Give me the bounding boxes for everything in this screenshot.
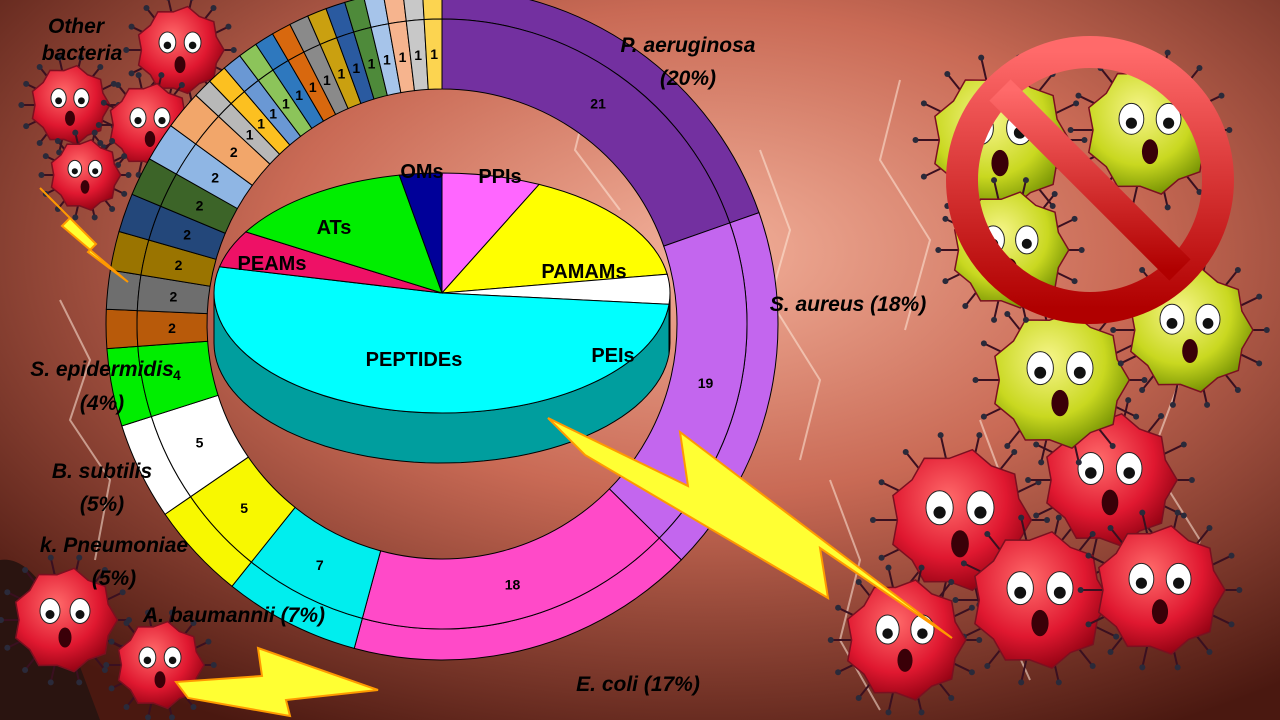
segment-value-label: 18 [505,577,521,593]
pie-slice [213,266,670,414]
segment-value-label: 1 [414,47,422,63]
bacteria-label: B. subtilis [52,460,152,483]
bacteria-label: k. Pneumoniae [40,534,189,557]
segment-value-label: 1 [352,60,360,76]
pie-slice [440,183,668,294]
segment-value-label: 1 [257,116,265,132]
segment-value-label: 1 [383,52,391,68]
donut-inner-segment [423,18,443,90]
red-bacterium-icon [38,129,132,221]
pie-slice-label: OMs [400,161,443,183]
red-bacterium-icon [1077,509,1243,671]
bacteria-label: S. aureus (18%) [770,293,926,316]
bacteria-labels: P. aeruginosa (20%) S. aureus (18%) E. coli… [30,15,926,696]
segment-value-label: 19 [698,375,714,391]
segment-value-label: 1 [368,55,376,71]
segment-value-label: 2 [168,320,176,336]
segment-value-label: 21 [590,96,606,112]
bacteria-label: A. baumannii (7%) [142,604,325,627]
segment-value-label: 2 [175,257,183,273]
segment-value-label: 1 [338,65,346,81]
segment-value-label: 2 [211,170,219,186]
bacteria-label: (5%) [92,567,136,590]
red-bacterium-icon [18,54,122,156]
segment-value-label: 1 [282,96,290,112]
pie-slice-label: ATs [317,217,352,239]
lightning-bolt-large-icon [547,417,953,639]
bacteria-label: S. epidermidis [30,358,174,381]
donut-outer-segment [403,0,425,22]
donut-outer-segment [105,269,142,312]
red-bacterium-icon [827,564,983,716]
donut-outer-segment [422,0,443,21]
bacteria-label: bacteria [42,42,123,65]
pie-slice-label: PPIs [478,166,521,188]
segment-value-label: 1 [246,127,254,143]
lightning-bolt-bottom-icon [174,646,379,718]
segment-value-label: 2 [170,288,178,304]
segment-value-label: 2 [230,144,238,160]
lightning-bolt-small-icon [39,187,129,283]
pie-slice [244,174,443,294]
lightning-bolt-icons [39,187,953,718]
segment-value-label: 1 [430,46,438,62]
bacteria-label: (20%) [660,67,716,90]
pie-slice-label: PEIs [591,345,634,367]
segment-value-label: 7 [316,557,324,573]
segment-value-label: 1 [309,79,317,95]
bacteria-label: P. aeruginosa [620,34,755,57]
segment-value-label: 1 [323,72,331,88]
segment-value-label: 5 [240,500,248,516]
pie-slice-label: PEAMs [238,253,307,275]
pie-top-faces [213,172,671,414]
segment-value-label: 1 [399,49,407,65]
donut-outer-segment [105,308,139,350]
bacteria-label: (4%) [80,392,124,415]
segment-value-label: 1 [269,105,277,121]
segment-value-label: 1 [295,87,303,103]
pie-slice-label: PEPTIDEs [366,349,463,371]
red-bacterium-icon [103,609,217,720]
bacteria-label: Other [48,15,106,38]
segment-value-label: 2 [196,197,204,213]
pie-slice [398,172,443,294]
segment-value-label: 2 [183,227,191,243]
red-bacterium-icon [952,514,1128,686]
pie-slice-label: PAMAMs [541,261,626,283]
bacteria-label: (5%) [80,493,124,516]
segment-value-label: 4 [173,367,181,383]
prohibition-sign-icon [946,36,1234,324]
bacteria-label: E. coli (17%) [576,673,700,696]
red-bacteria-group [0,0,1243,720]
segment-value-label: 5 [196,435,204,451]
